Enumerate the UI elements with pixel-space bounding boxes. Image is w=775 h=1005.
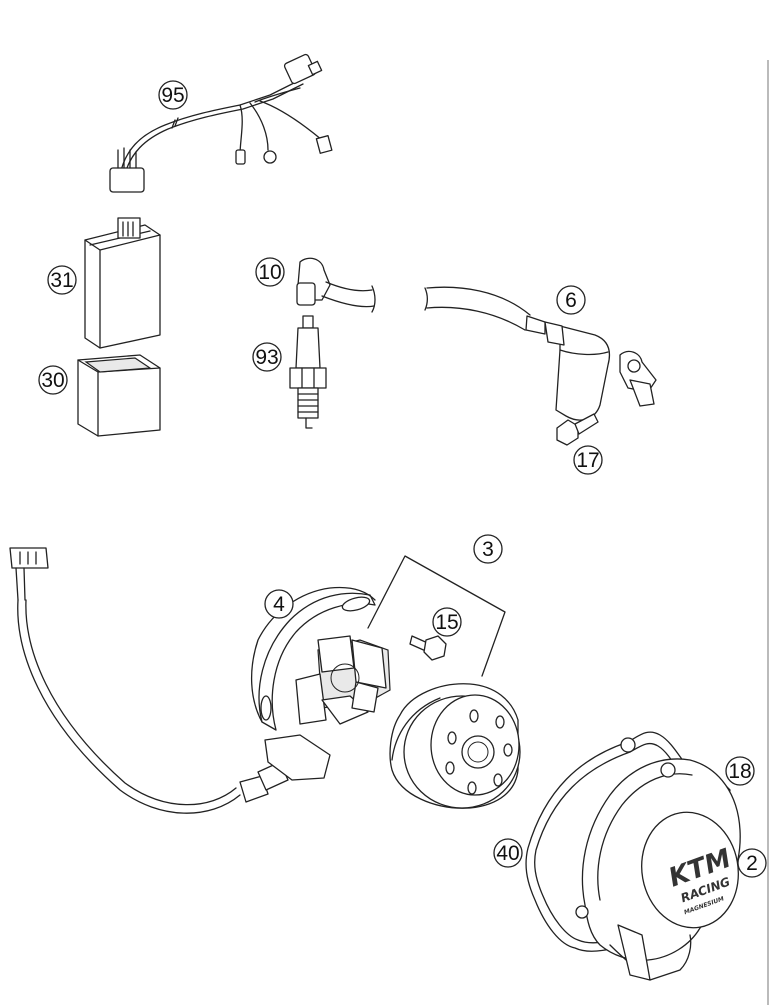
callout-30-label: 30: [41, 369, 64, 392]
callout-18: 18: [725, 756, 755, 786]
callout-31: 31: [47, 265, 77, 295]
callout-3: 3: [473, 534, 503, 564]
callout-2-label: 2: [746, 852, 758, 875]
callout-93-label: 93: [255, 346, 278, 369]
callout-4-label: 4: [273, 593, 285, 616]
callout-4: 4: [264, 589, 294, 619]
callout-93: 93: [252, 342, 282, 372]
callout-10: 10: [255, 257, 285, 287]
spark-plug-part: [289, 315, 327, 429]
cdi-box-part: [84, 217, 161, 349]
ignition-coil-part: [525, 315, 657, 421]
callout-30: 30: [38, 365, 68, 395]
callout-6-label: 6: [565, 289, 577, 312]
callout-3-label: 3: [482, 538, 494, 561]
callout-15: 15: [432, 607, 462, 637]
callout-10-label: 10: [258, 261, 281, 284]
ignition-cover-part: KTM RACING MAGNESIUM: [575, 737, 741, 981]
callout-17-label: 17: [576, 449, 599, 472]
callout-95-label: 95: [161, 84, 184, 107]
callout-31-label: 31: [50, 269, 73, 292]
flywheel-bolt-part: [409, 635, 447, 661]
callout-40-label: 40: [496, 842, 519, 865]
callout-95: 95: [158, 80, 188, 110]
spark-plug-cap-part: [296, 257, 531, 331]
callout-40: 40: [493, 838, 523, 868]
callout-18-label: 18: [728, 760, 751, 783]
callout-15-label: 15: [435, 611, 458, 634]
callout-6: 6: [556, 285, 586, 315]
callout-2: 2: [737, 848, 767, 878]
flywheel-part: [367, 555, 521, 809]
stator-part: [9, 547, 391, 814]
cdi-holder-part: [77, 354, 161, 437]
wiring-harness-part: [109, 53, 333, 193]
coil-bolt-part: [556, 413, 599, 446]
callout-17: 17: [573, 445, 603, 475]
